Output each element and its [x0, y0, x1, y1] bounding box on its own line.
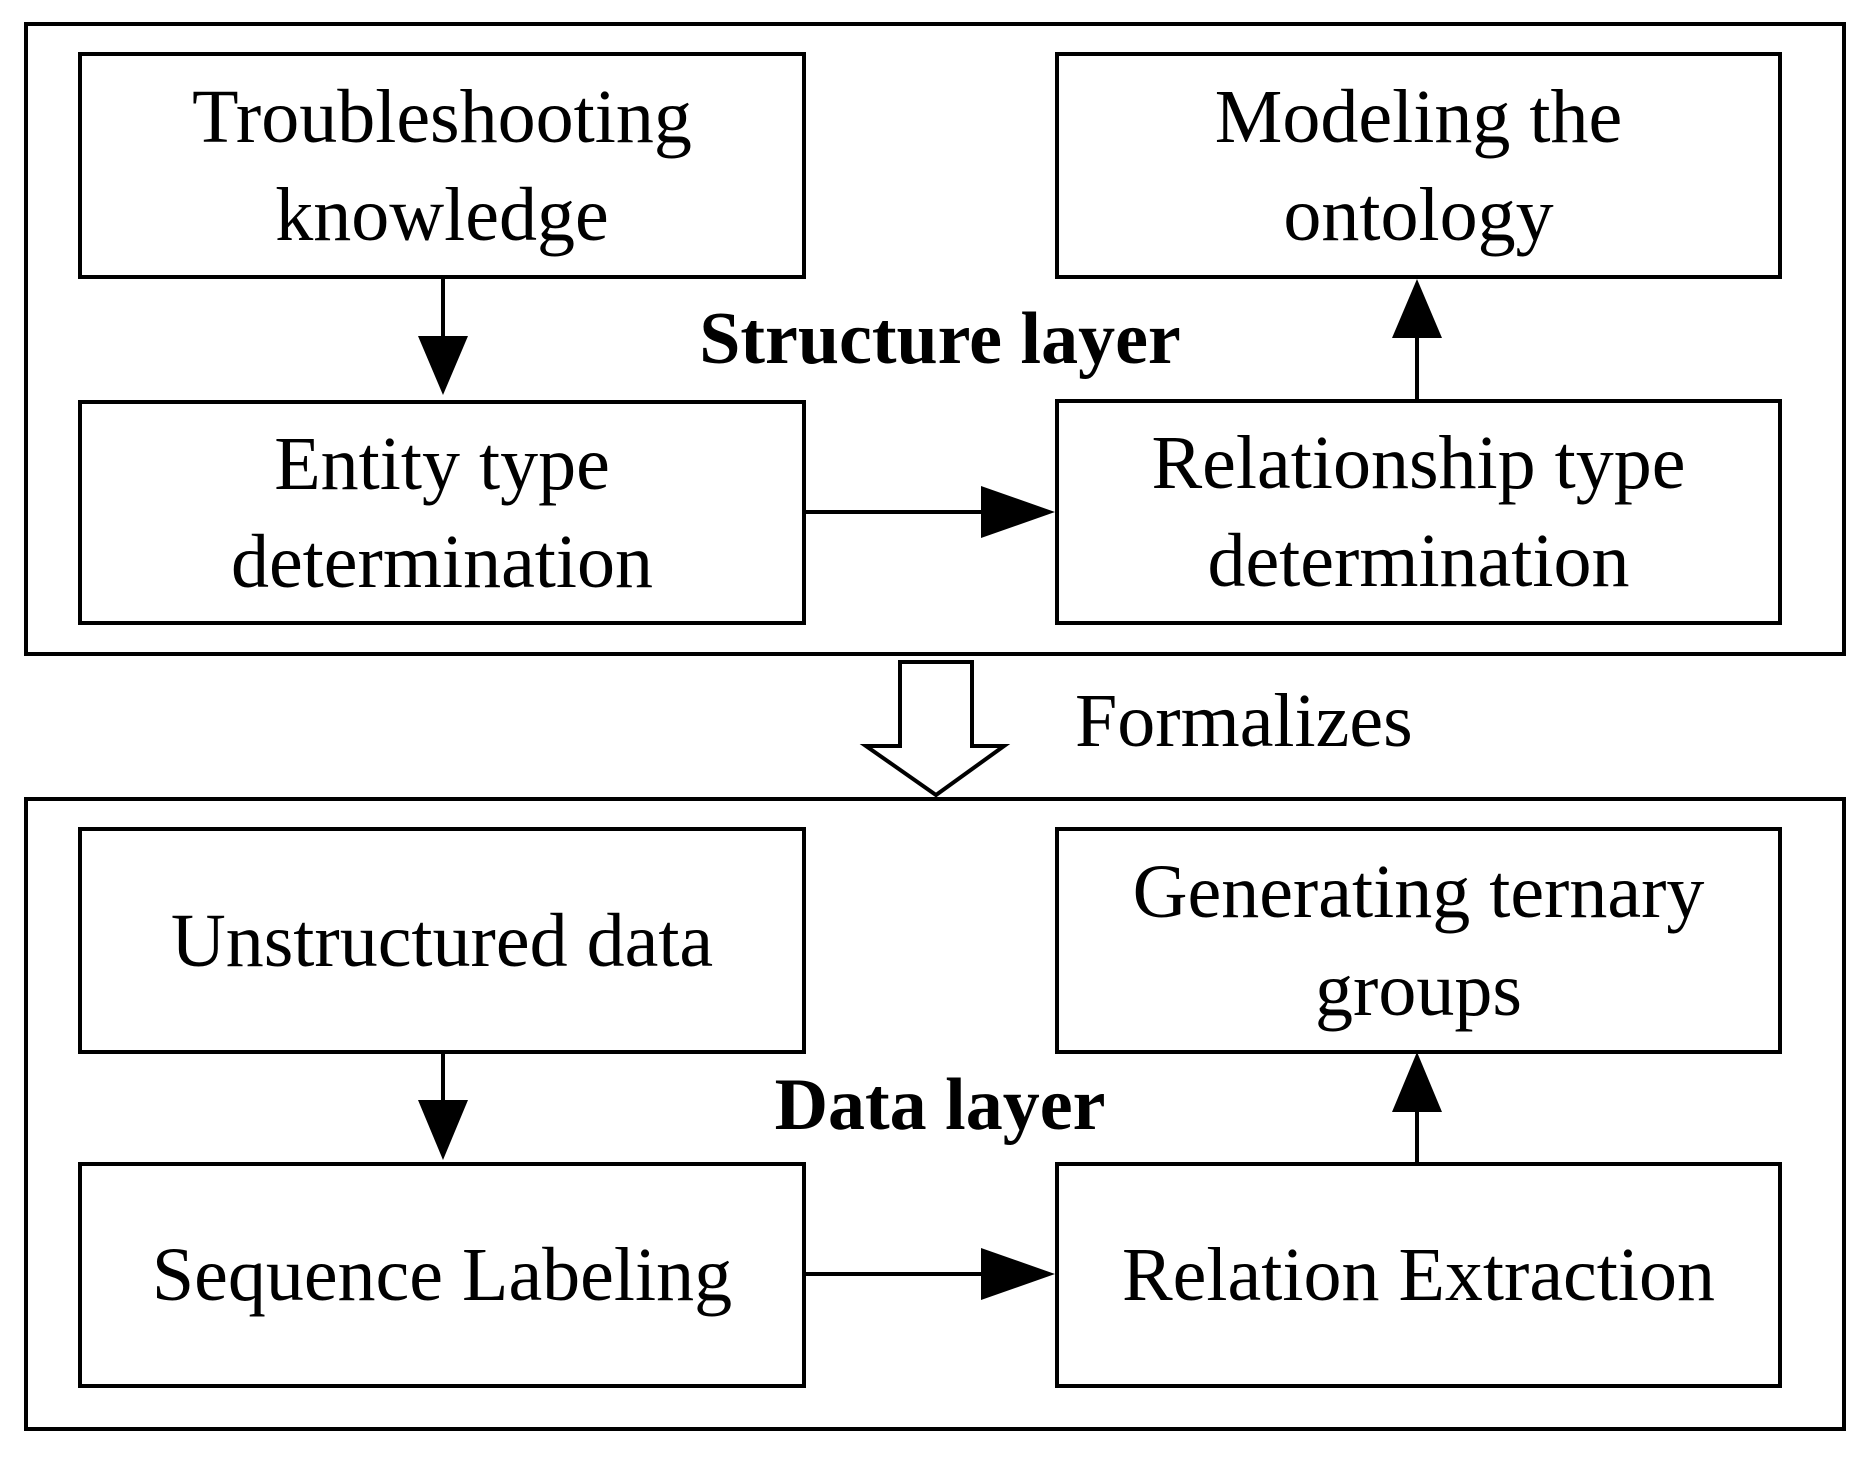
sequence-line-1: Sequence Labeling — [151, 1233, 733, 1317]
arrow-entity-to-relationship — [805, 486, 1055, 538]
troubleshooting-line-1: Troubleshooting — [192, 74, 692, 159]
arrow-troubleshooting-to-entity — [418, 277, 468, 395]
relation-line-1: Relation Extraction — [1121, 1233, 1716, 1317]
data-layer-title: Data layer — [774, 1064, 1106, 1146]
generating-line-1: Generating ternary — [1132, 849, 1705, 934]
generating-line-2: groups — [1315, 947, 1522, 1032]
entity-line-1: Entity type — [274, 421, 610, 506]
arrow-relationship-to-modeling — [1392, 279, 1442, 399]
relation-extraction-box: Relation Extraction — [1055, 1162, 1782, 1388]
modeling-ontology-box: Modeling the ontology — [1055, 52, 1782, 279]
structure-layer-title: Structure layer — [699, 298, 1181, 380]
relationship-line-2: determination — [1207, 519, 1630, 603]
arrow-sequence-to-relation — [805, 1248, 1055, 1300]
arrow-relation-to-generating — [1392, 1052, 1442, 1163]
arrow-unstructured-to-sequence — [418, 1052, 468, 1160]
entity-type-box: Entity type determination — [78, 400, 806, 625]
modeling-line-2: ontology — [1283, 172, 1554, 257]
unstructured-data-box: Unstructured data — [78, 827, 806, 1054]
entity-line-2: determination — [230, 519, 654, 604]
formalizes-label: Formalizes — [1075, 679, 1413, 763]
generating-ternary-box: Generating ternary groups — [1055, 827, 1782, 1054]
sequence-labeling-box: Sequence Labeling — [78, 1162, 806, 1388]
formalizes-arrow — [859, 660, 1011, 798]
troubleshooting-line-2: knowledge — [275, 172, 609, 257]
modeling-line-1: Modeling the — [1214, 74, 1623, 159]
unstructured-line-1: Unstructured data — [170, 898, 714, 983]
relationship-type-box: Relationship type determination — [1055, 399, 1782, 625]
troubleshooting-knowledge-box: Troubleshooting knowledge — [78, 52, 806, 279]
relationship-line-1: Relationship type — [1151, 421, 1686, 505]
